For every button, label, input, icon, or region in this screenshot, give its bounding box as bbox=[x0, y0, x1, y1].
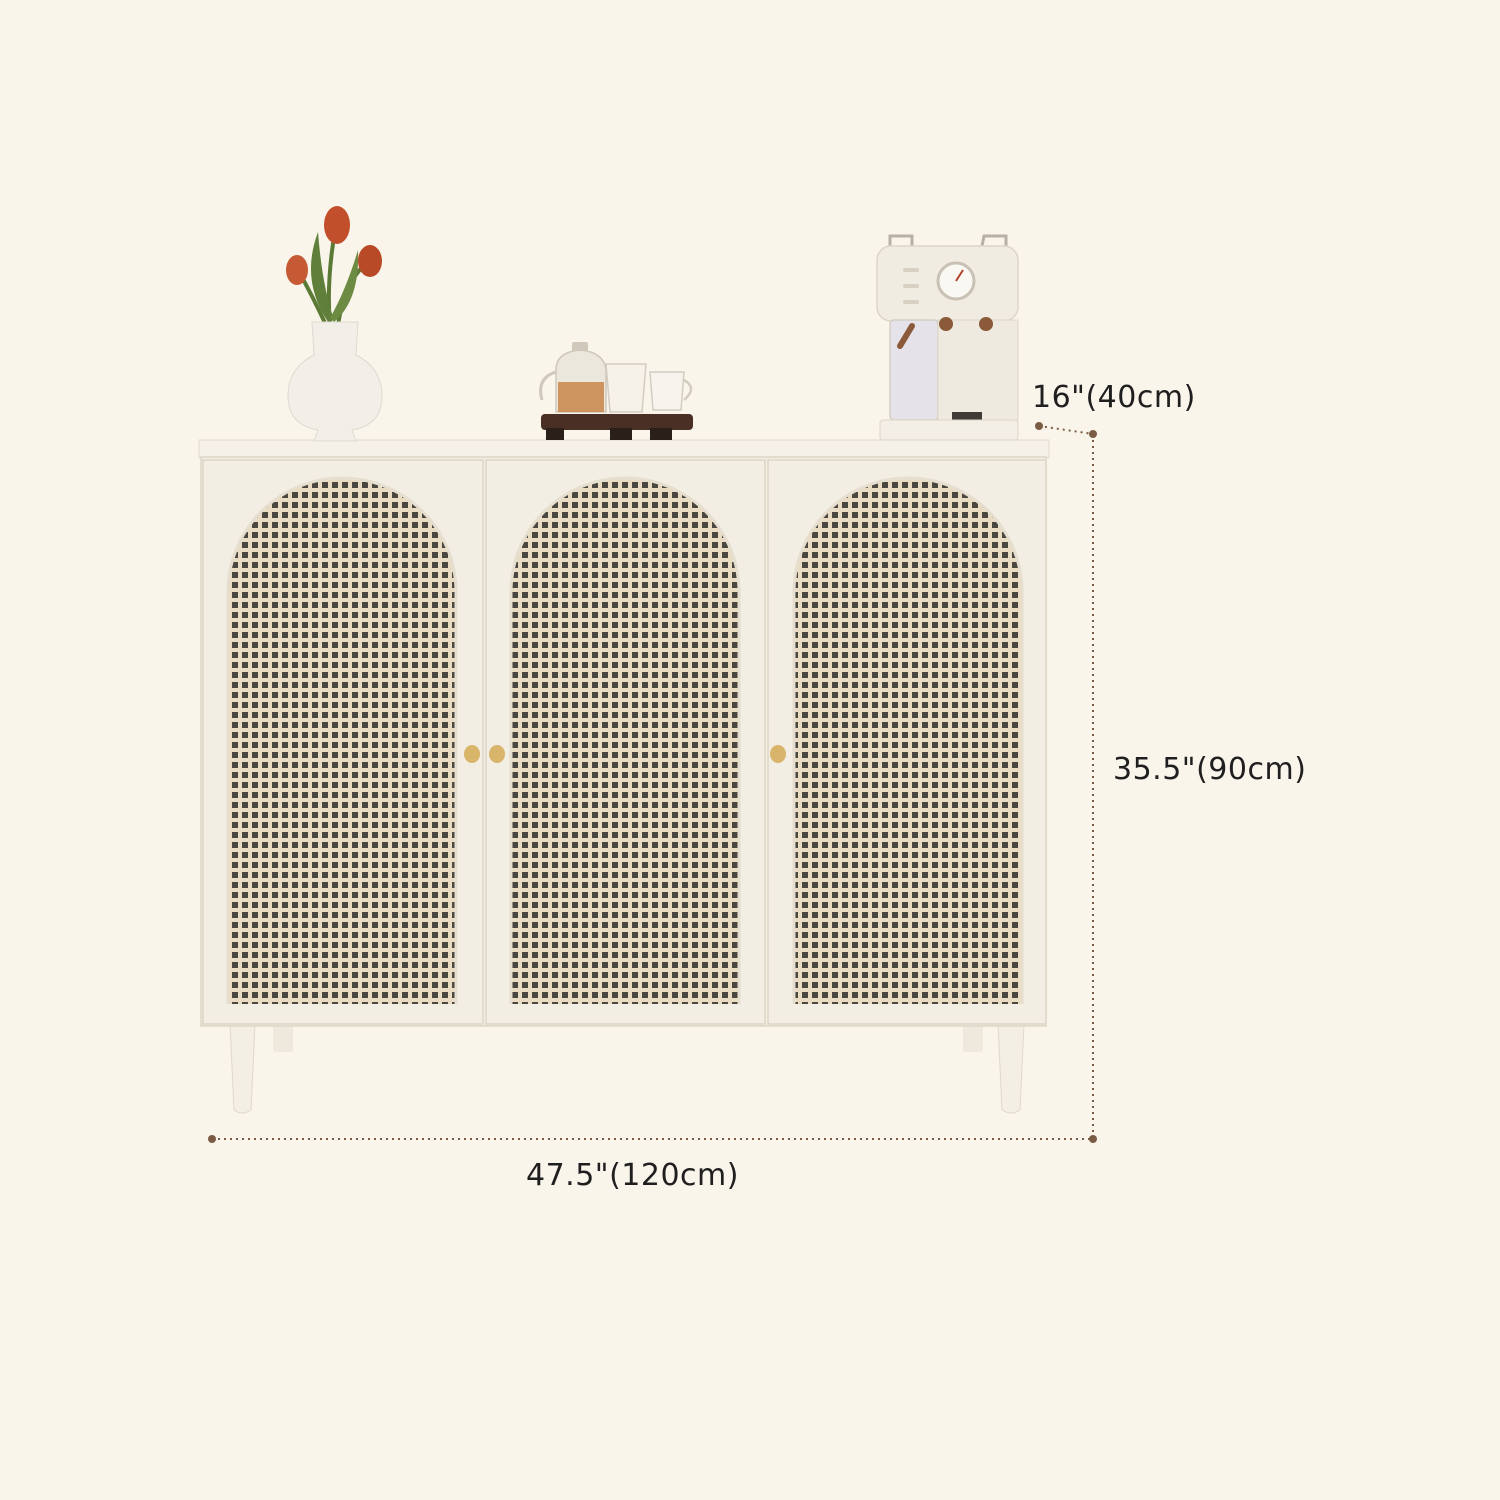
water-tank bbox=[889, 319, 939, 421]
depth-dimension-line bbox=[1038, 425, 1094, 435]
door-handle-left bbox=[464, 745, 480, 763]
espresso-knob bbox=[979, 317, 993, 331]
depth-dimension-dot bbox=[1035, 422, 1043, 430]
rattan-panel-right bbox=[794, 478, 1022, 1004]
tulip-leaf bbox=[310, 232, 334, 322]
glass-cup bbox=[605, 363, 647, 413]
teapot-tea bbox=[558, 382, 604, 412]
tray-foot bbox=[546, 428, 564, 440]
tulip-flower bbox=[324, 206, 350, 244]
cabinet-leg-back-right bbox=[963, 1024, 983, 1052]
rattan-panel-center bbox=[511, 478, 739, 1004]
depth-label: 16"(40cm) bbox=[1032, 380, 1196, 415]
height-dimension-dot bbox=[1089, 430, 1097, 438]
tray bbox=[541, 414, 693, 430]
height-label: 35.5"(90cm) bbox=[1113, 752, 1307, 787]
cabinet-leg-back-left bbox=[273, 1024, 293, 1052]
cabinet-top bbox=[198, 439, 1050, 459]
sideboard-cabinet bbox=[198, 439, 1050, 1114]
tray-foot bbox=[610, 428, 632, 440]
cabinet-leg-front-left bbox=[229, 1023, 256, 1114]
tray-foot bbox=[650, 428, 672, 440]
dimension-lines bbox=[208, 422, 1097, 1143]
espresso-knob bbox=[939, 317, 953, 331]
tea-set-on-tray bbox=[539, 342, 693, 440]
vase-with-tulips bbox=[286, 206, 383, 442]
cabinet-leg-front-right bbox=[997, 1023, 1025, 1114]
vase bbox=[287, 321, 383, 442]
espresso-machine-base bbox=[879, 419, 1019, 441]
glass-cup bbox=[649, 371, 685, 411]
door-handle-right bbox=[770, 745, 786, 763]
rattan-panel-left bbox=[228, 478, 456, 1004]
tulip-leaf bbox=[330, 250, 359, 322]
door-handle-center bbox=[489, 745, 505, 763]
espresso-machine bbox=[876, 234, 1019, 441]
width-dimension-dot bbox=[208, 1135, 216, 1143]
width-dimension-dot bbox=[1089, 1135, 1097, 1143]
tulip-flower bbox=[286, 255, 308, 285]
width-label: 47.5"(120cm) bbox=[526, 1158, 739, 1193]
tulip-flower bbox=[358, 245, 382, 277]
